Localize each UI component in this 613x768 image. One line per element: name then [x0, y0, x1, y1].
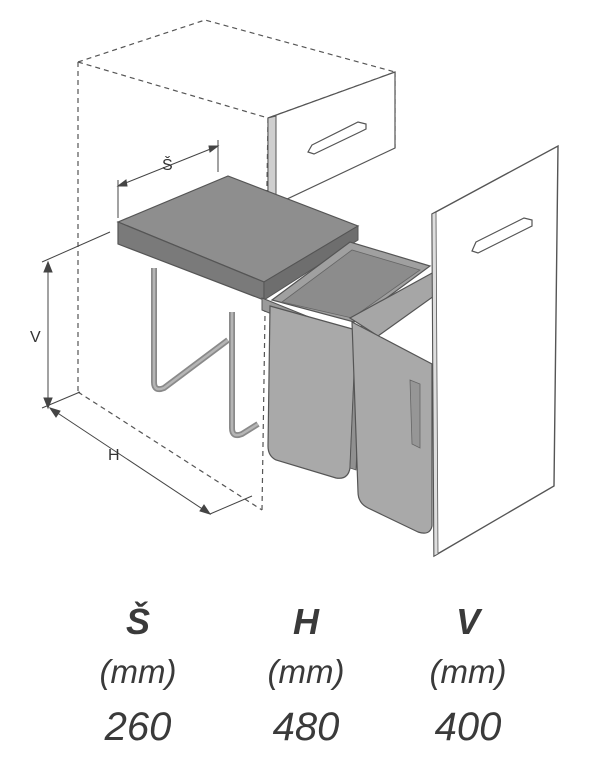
dimension-height-label: V: [30, 329, 41, 346]
front-panel: [431, 144, 559, 558]
dimension-width: [116, 140, 220, 218]
spec-letter: V: [455, 601, 480, 642]
spec-value: 480: [272, 705, 340, 749]
spec-letter: Š: [125, 601, 150, 642]
spec-value: 400: [434, 705, 502, 749]
spec-column-width: Š (mm) 260: [68, 600, 208, 752]
drawer-handle: [307, 121, 367, 155]
dimension-depth-label: H: [108, 447, 120, 464]
spec-letter: H: [293, 601, 319, 642]
spec-column-depth: H (mm) 480: [236, 600, 376, 752]
dimension-width-label: Š: [162, 155, 173, 174]
dimension-depth: [48, 407, 253, 515]
spec-value: 260: [104, 705, 172, 749]
dimension-height: [41, 231, 111, 410]
frame-top-plate: [116, 175, 360, 301]
drawer-front: [267, 71, 396, 209]
dimension-spec-table: Š (mm) 260 H (mm) 480 V (mm) 400: [0, 600, 613, 768]
front-panel-handle: [471, 217, 533, 254]
frame-legs: [151, 268, 260, 439]
spec-unit: (mm): [429, 653, 507, 690]
spec-unit: (mm): [99, 653, 177, 690]
spec-unit: (mm): [267, 653, 345, 690]
pull-out-bin-diagram: Š V H: [30, 19, 559, 558]
bin-right: [348, 270, 435, 534]
spec-column-height: V (mm) 400: [398, 600, 538, 752]
